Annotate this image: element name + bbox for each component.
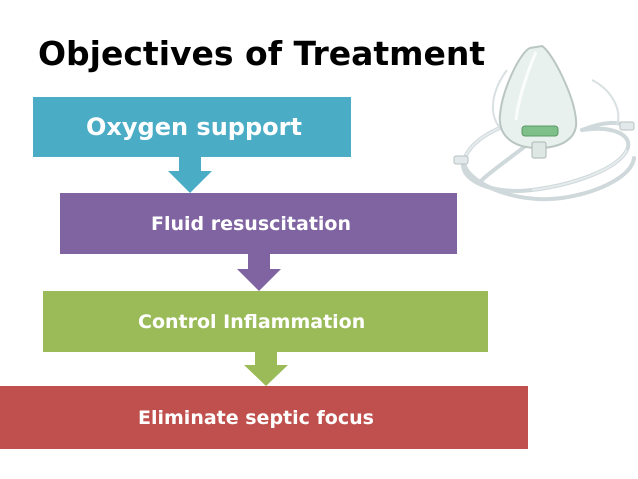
step-oxygen-support: Oxygen support: [33, 97, 351, 157]
oxygen-mask-icon: [453, 44, 636, 202]
down-arrow-icon: [244, 352, 288, 386]
step-label: Fluid resuscitation: [151, 212, 352, 235]
step-label: Eliminate septic focus: [138, 406, 374, 429]
step-eliminate-septic-focus: Eliminate septic focus: [0, 386, 528, 449]
down-arrow-icon: [237, 254, 281, 291]
down-arrow-icon: [168, 157, 212, 193]
slide-title: Objectives of Treatment: [38, 34, 486, 73]
step-control-inflammation: Control Inflammation: [43, 291, 488, 352]
step-label: Oxygen support: [86, 113, 302, 141]
step-fluid-resuscitation: Fluid resuscitation: [60, 193, 457, 254]
step-label: Control Inflammation: [138, 310, 366, 333]
